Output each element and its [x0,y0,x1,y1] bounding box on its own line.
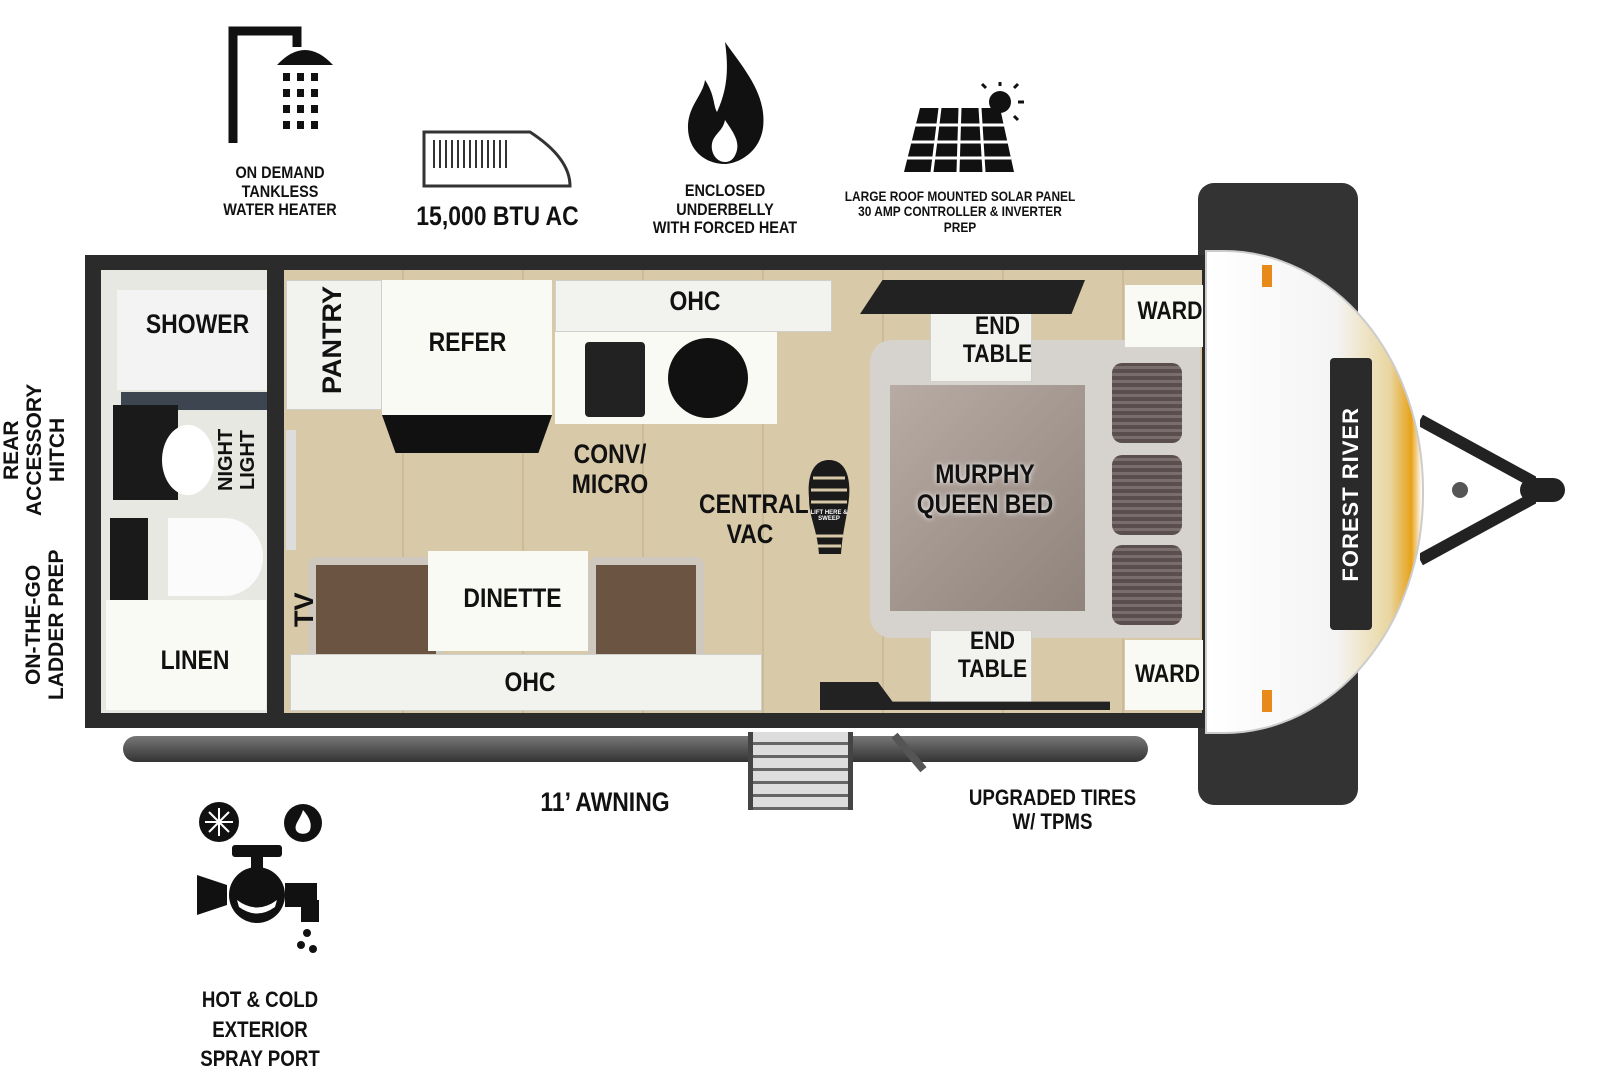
awning [123,736,1148,762]
dinette-seat-right [588,557,704,668]
refer-label: REFER [428,327,507,357]
night-light-label: NIGHT LIGHT [215,428,259,492]
central-vac-label: CENTRAL VAC [699,489,809,549]
solar-label: LARGE ROOF MOUNTED SOLAR PANEL 30 AMP CO… [844,188,1076,235]
solar-panel-icon [904,82,1024,173]
wardrobe-top [1125,285,1203,347]
vac-badge-text: LIFT HERE & SWEEP [810,510,848,522]
ohc-top-label: OHC [669,286,721,316]
pantry [286,280,382,410]
tv-wall [286,430,296,550]
spray-port-label: HOT & COLD EXTERIOR SPRAY PORT [200,987,320,1072]
wardrobe-bottom [1125,640,1203,710]
flame-icon [687,42,764,164]
ac-unit-icon [422,130,572,188]
dinette-table [428,551,588,651]
entry-steps [748,732,853,810]
shower-label: SHOWER [145,309,250,339]
shower-head-icon [228,26,333,143]
ohc-bottom-label: OHC [504,667,556,697]
end-table-bottom-label: END TABLE [957,627,1028,683]
linen-label: LINEN [160,645,230,675]
snowflake-icon [199,802,239,842]
boot-print-icon [808,460,850,554]
tv-label: TV [289,592,319,628]
shower-area [117,290,267,390]
brand-badge: FOREST RIVER [1330,358,1372,630]
fire-icon [284,804,322,842]
tongue-hitch-icon [1420,414,1565,566]
ac-label: 15,000 BTU AC [416,201,579,231]
awning-label: 11’ AWNING [540,787,670,817]
sink [162,425,214,495]
pillow [1112,545,1182,625]
pillow [1112,363,1182,443]
brand-text: FOREST RIVER [1338,406,1363,582]
toilet [168,518,263,596]
conv-micro-label: CONV/ MICRO [571,439,649,499]
ohc-bottom [290,654,762,711]
dinette-seat-left [308,557,444,668]
spray-port-valve-icon [197,845,319,953]
murphy-bed-label: MURPHY QUEEN BED [916,459,1054,519]
end-table-top [930,310,1032,382]
window-top [860,280,1085,314]
ohc-top [555,280,832,332]
water-heater-label: ON DEMAND TANKLESS WATER HEATER [223,163,337,220]
dinette-label: DINETTE [463,583,562,613]
front-cap-body [1205,250,1424,734]
ward-top-label: WARD [1137,297,1203,325]
tires-label: UPGRADED TIRES W/ TPMS [968,785,1137,835]
pantry-label: PANTRY [317,286,347,394]
pillow [1112,455,1182,535]
ward-bottom-label: WARD [1135,660,1200,688]
refrigerator [382,280,552,415]
sink-basin [668,338,748,418]
underbelly-label: ENCLOSED UNDERBELLY WITH FORCED HEAT [652,181,798,238]
end-table-top-label: END TABLE [962,312,1033,368]
linen-cabinet [106,600,266,710]
ladder-prep-label: ON-THE-GO LADDER PREP [22,549,69,701]
end-table-bottom [930,630,1032,707]
rear-hitch-label: REAR ACCESSORY HITCH [0,383,70,517]
cooktop [585,342,645,417]
